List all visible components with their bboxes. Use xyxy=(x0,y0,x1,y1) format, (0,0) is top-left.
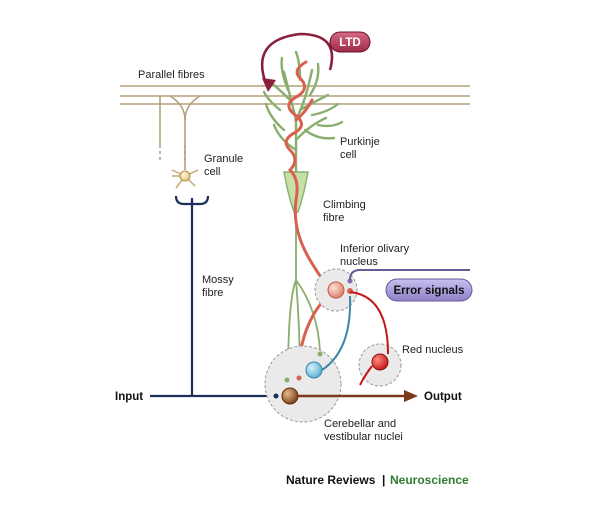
granule-label-line1: Granule xyxy=(204,153,243,165)
nuclei-label-line1: Cerebellar and xyxy=(324,418,396,430)
error-signals-badge: Error signals xyxy=(385,278,473,302)
granule-cell-axons xyxy=(159,95,201,170)
footer-journal: Nature Reviews xyxy=(286,473,376,487)
climbing-label-line2: fibre xyxy=(323,212,344,224)
output-arrow xyxy=(298,390,418,402)
nucleo-olivary-fibre xyxy=(321,295,352,371)
footer-separator: | xyxy=(382,473,385,487)
red-nucleus xyxy=(358,343,402,387)
cerebellar-vestibular-nuclei xyxy=(264,345,342,423)
red-nucleus-label: Red nucleus xyxy=(402,344,464,356)
mossy-label-line1: Mossy xyxy=(202,274,234,286)
purkinje-label-line2: cell xyxy=(340,149,357,161)
footer-section: Neuroscience xyxy=(390,473,469,487)
purkinje-dendrites xyxy=(262,50,344,177)
mossy-label-line2: fibre xyxy=(202,287,223,299)
ltd-badge: LTD xyxy=(329,31,371,53)
purkinje-label-line1: Purkinje xyxy=(340,136,380,148)
inferior-olivary-nucleus xyxy=(314,268,358,312)
red-nucleus-connections xyxy=(349,291,389,386)
parallel-fibres xyxy=(120,85,470,105)
ltd-loop-arrow xyxy=(260,32,334,92)
mossy-fibre xyxy=(174,195,274,398)
output-label: Output xyxy=(424,391,462,403)
journal-footer: Nature Reviews | Neuroscience xyxy=(286,473,469,487)
error-signals-fibre xyxy=(349,269,470,281)
climbing-label-line1: Climbing xyxy=(323,199,366,211)
granule-label-line2: cell xyxy=(204,166,221,178)
parallel-fibres-label: Parallel fibres xyxy=(138,69,205,81)
input-label: Input xyxy=(115,391,143,403)
nuclei-label-line2: vestibular nuclei xyxy=(324,431,403,443)
ltd-label: LTD xyxy=(339,37,361,49)
olivary-label-line2: nucleus xyxy=(340,256,378,268)
olivary-label-line1: Inferior olivary xyxy=(340,243,410,255)
granule-cell xyxy=(171,169,199,189)
error-signals-label: Error signals xyxy=(394,285,465,297)
